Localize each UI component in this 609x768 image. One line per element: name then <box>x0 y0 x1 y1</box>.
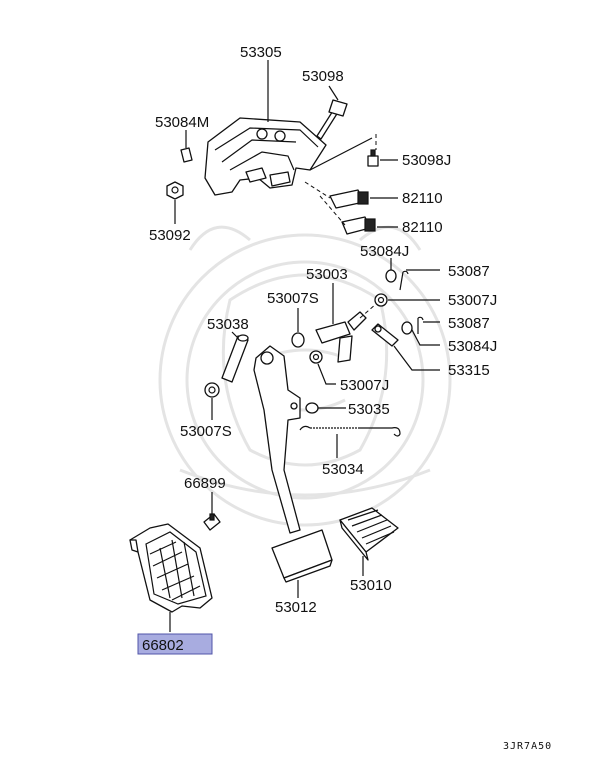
lever-53003 <box>315 311 367 363</box>
label-53038: 53038 <box>207 316 249 333</box>
label-53084J-top: 53084J <box>360 243 409 260</box>
stop-lamp-switch <box>329 189 369 209</box>
bolt-66899 <box>203 513 221 531</box>
bolt-53098J <box>367 149 379 167</box>
pedal-pad-53012 <box>271 529 333 583</box>
label-53010: 53010 <box>350 577 392 594</box>
label-53007J-mid: 53007J <box>340 377 389 394</box>
bolt-53098 <box>316 99 348 140</box>
label-53098J: 53098J <box>402 152 451 169</box>
label-53012: 53012 <box>275 599 317 616</box>
label-53087-top: 53087 <box>448 263 490 280</box>
return-spring <box>299 425 401 437</box>
label-53087-mid: 53087 <box>448 315 490 332</box>
bushing-53007S-top <box>291 332 305 348</box>
label-53035: 53035 <box>348 401 390 418</box>
pedal-pad-53010 <box>339 507 399 561</box>
bushing-53007J-mid <box>309 350 323 364</box>
pin-53087-mid <box>417 316 424 334</box>
nut-53092 <box>166 181 184 200</box>
sleeve-53038 <box>221 334 249 383</box>
washer-53084J-mid <box>401 321 413 335</box>
pedal-arm <box>253 345 301 534</box>
pin-53087-top <box>399 270 409 291</box>
label-82110-a: 82110 <box>402 190 443 207</box>
label-53084J-mid: 53084J <box>448 338 497 355</box>
accelerator-pedal <box>129 523 213 613</box>
washer-53084J-top <box>385 269 397 283</box>
diagram-code: 3JR7A50 <box>503 741 552 752</box>
label-53084M: 53084M <box>155 114 209 131</box>
label-53007S-top: 53007S <box>267 290 319 307</box>
label-53098: 53098 <box>302 68 344 85</box>
pedal-bracket <box>204 117 327 196</box>
bushing-53007S-low <box>204 382 220 398</box>
label-53092: 53092 <box>149 227 191 244</box>
rod-53315 <box>371 323 399 347</box>
label-53007S-low: 53007S <box>180 423 232 440</box>
label-66899: 66899 <box>184 475 226 492</box>
label-82110-b: 82110 <box>402 219 443 236</box>
label-53007J-top: 53007J <box>448 292 497 309</box>
label-66802[interactable]: 66802 <box>142 637 184 654</box>
stopper-53035 <box>305 402 319 414</box>
bushing-53007J-top <box>374 293 388 307</box>
clutch-switch <box>341 216 376 235</box>
nut-53084M <box>180 147 193 163</box>
label-53003: 53003 <box>306 266 348 283</box>
label-53034: 53034 <box>322 461 364 478</box>
label-53305: 53305 <box>240 44 282 61</box>
highlight-box <box>137 633 213 655</box>
label-53315: 53315 <box>448 362 490 379</box>
